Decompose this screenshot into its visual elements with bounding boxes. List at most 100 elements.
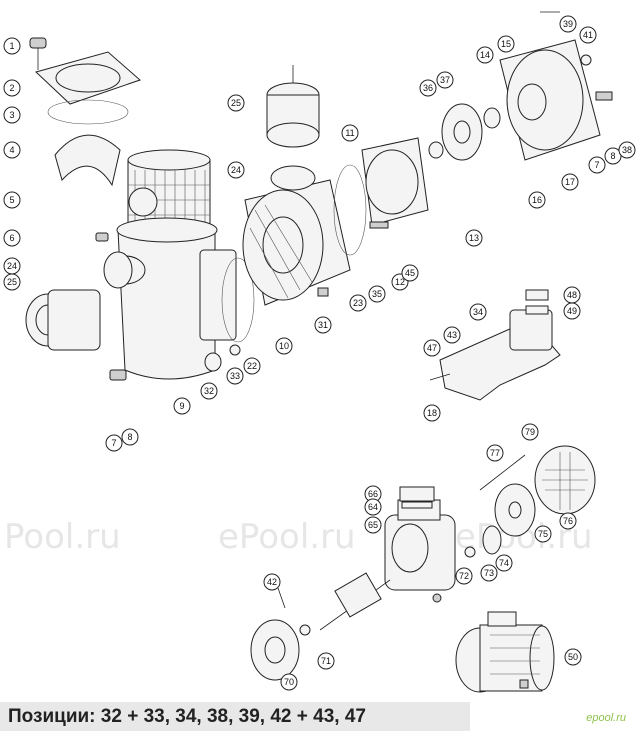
callout-label: 2 — [9, 83, 14, 93]
callout-50: 50 — [564, 648, 582, 666]
motor-flange — [499, 39, 601, 161]
callout-70: 70 — [280, 673, 298, 691]
motor-stator — [384, 499, 456, 591]
callout-17: 17 — [561, 173, 579, 191]
strainer-lid-knob — [29, 37, 47, 70]
callout-8: 8 — [121, 428, 139, 446]
assembled-motor — [455, 611, 555, 693]
callout-43: 43 — [443, 326, 461, 344]
callout-label: 32 — [204, 386, 214, 396]
watermark-center: ePool.ru — [218, 517, 356, 557]
callout-label: 16 — [532, 195, 542, 205]
vent-plug — [95, 232, 109, 242]
callout-65: 65 — [364, 516, 382, 534]
callout-label: 1 — [9, 41, 14, 51]
callout-25: 25 — [3, 273, 21, 291]
callout-72: 72 — [455, 567, 473, 585]
brand-logo-text: epool.ru — [586, 712, 626, 724]
callout-1: 1 — [3, 37, 21, 55]
callout-label: 42 — [267, 577, 277, 587]
bearing-71 — [299, 624, 311, 636]
diffuser-housing — [242, 179, 351, 306]
callout-74: 74 — [495, 554, 513, 572]
callout-label: 38 — [622, 145, 632, 155]
callout-label: 79 — [525, 427, 535, 437]
callout-22: 22 — [243, 357, 261, 375]
callout-79: 79 — [521, 423, 539, 441]
screw-72 — [432, 593, 442, 603]
callout-16: 16 — [528, 191, 546, 209]
callout-75: 75 — [534, 525, 552, 543]
callout-label: 73 — [484, 568, 494, 578]
callout-label: 34 — [473, 307, 483, 317]
positions-caption-bar: Позиции: 32 + 33, 34, 38, 39, 42 + 43, 4… — [0, 702, 470, 731]
positions-caption: Позиции: 32 + 33, 34, 38, 39, 42 + 43, 4… — [8, 706, 366, 727]
plug-33 — [229, 344, 241, 356]
callout-label: 70 — [284, 677, 294, 687]
foot-screw — [519, 679, 529, 689]
callout-31: 31 — [314, 316, 332, 334]
callout-label: 17 — [565, 177, 575, 187]
callout-7: 7 — [588, 156, 606, 174]
pad-49 — [525, 305, 549, 315]
callout-label: 15 — [501, 39, 511, 49]
callout-label: 72 — [459, 571, 469, 581]
pump-base — [439, 309, 561, 401]
callout-label: 31 — [318, 320, 328, 330]
callout-13: 13 — [465, 229, 483, 247]
lid-o-ring — [47, 99, 129, 125]
callout-label: 9 — [179, 401, 184, 411]
drain-plug — [109, 369, 127, 381]
callout-label: 43 — [447, 330, 457, 340]
callout-label: 77 — [490, 448, 500, 458]
callout-label: 24 — [7, 261, 17, 271]
callout-6: 6 — [3, 229, 21, 247]
callout-label: 76 — [563, 516, 573, 526]
callout-label: 3 — [9, 110, 14, 120]
callout-label: 22 — [247, 361, 257, 371]
callout-label: 41 — [583, 30, 593, 40]
cooling-fan — [494, 483, 536, 537]
callout-label: 47 — [427, 343, 437, 353]
callout-42: 42 — [263, 573, 281, 591]
callout-label: 45 — [405, 268, 415, 278]
callout-49: 49 — [563, 302, 581, 320]
callout-18: 18 — [423, 404, 441, 422]
callout-label: 8 — [127, 432, 132, 442]
callout-label: 66 — [368, 489, 378, 499]
callout-label: 11 — [345, 128, 354, 138]
callout-5: 5 — [3, 191, 21, 209]
callout-label: 7 — [111, 438, 116, 448]
callout-label: 75 — [538, 529, 548, 539]
washer-41 — [580, 54, 592, 66]
callout-37: 37 — [436, 71, 454, 89]
terminal-cover-65 — [399, 486, 435, 502]
callout-15: 15 — [497, 35, 515, 53]
callout-47: 47 — [423, 339, 441, 357]
callout-35: 35 — [368, 285, 386, 303]
callout-45: 45 — [401, 264, 419, 282]
union-fitting-left — [25, 251, 133, 351]
callout-3: 3 — [3, 106, 21, 124]
impeller — [441, 103, 483, 161]
callout-14: 14 — [476, 46, 494, 64]
callout-label: 24 — [231, 165, 241, 175]
housing-o-ring — [221, 257, 255, 343]
callout-label: 5 — [9, 195, 14, 205]
bolt-42 — [277, 587, 286, 609]
mech-seal — [428, 141, 444, 159]
callout-32: 32 — [200, 382, 218, 400]
callout-label: 18 — [427, 408, 437, 418]
callout-label: 25 — [231, 98, 241, 108]
callout-label: 35 — [372, 289, 382, 299]
callout-label: 6 — [9, 233, 14, 243]
callout-38: 38 — [618, 141, 636, 159]
callout-label: 7 — [594, 160, 599, 170]
callout-2: 2 — [3, 79, 21, 97]
callout-label: 50 — [568, 652, 578, 662]
motor-front-flange — [250, 619, 300, 681]
callout-48: 48 — [563, 286, 581, 304]
rotor-shaft — [319, 572, 391, 631]
